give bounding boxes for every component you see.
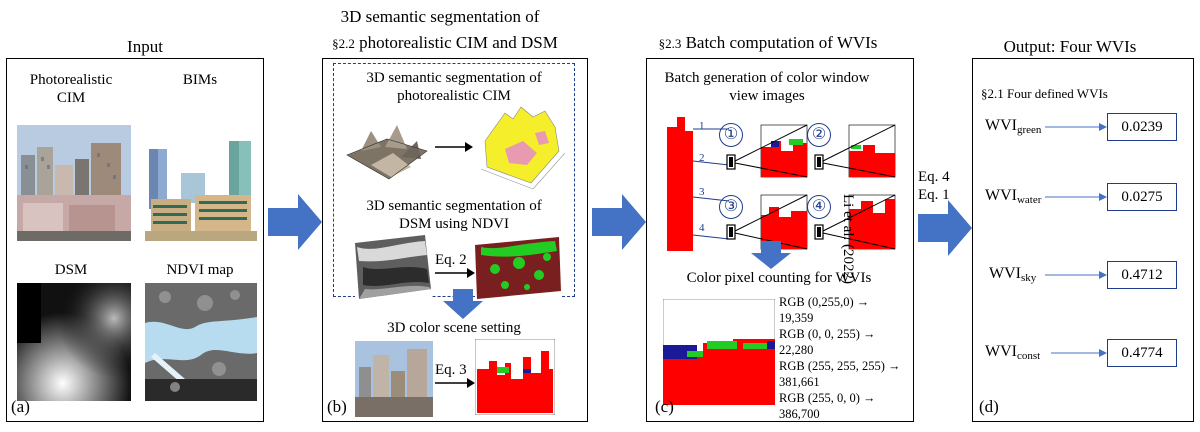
view-number-2: 2 (699, 152, 705, 164)
flow-arrow-c-d (918, 200, 972, 256)
panel-b-tag: (b) (327, 397, 347, 416)
window-view-3 (726, 194, 808, 250)
bims-image (145, 125, 257, 241)
header-seg-text: photorealistic CIM and DSM (359, 33, 558, 52)
wvi-sky-label: WVIsky (989, 265, 1036, 287)
rgb-white-count: 381,661 (779, 375, 820, 389)
seg-down-arrow (443, 289, 483, 319)
wvi-sky-sub: sky (1020, 272, 1037, 284)
header-seg-section: §2.2 (332, 36, 355, 51)
label-photorealistic-cim-2: CIM (56, 90, 86, 106)
view-number-1: 1 (699, 120, 705, 132)
cim-seg-arrow (435, 142, 473, 152)
side-reference-text: Li et al. (2022) (840, 194, 856, 284)
rgb-green-label: RGB (0,255,0) → (779, 295, 870, 309)
view-circle-4: ④ (807, 195, 831, 219)
color-window-view-image (663, 299, 775, 405)
scene-arrow (435, 378, 475, 388)
wvi-water-connector (1045, 193, 1107, 201)
eq4-label: Eq. 4 (918, 169, 950, 185)
rgb-blue-count: 22,280 (779, 343, 814, 357)
ndvi-map-image (145, 283, 257, 401)
wvi-green-sub: green (1016, 124, 1042, 136)
eq1-label: Eq. 1 (918, 187, 950, 203)
wvi-green-connector (1045, 123, 1107, 131)
view-number-3: 3 (699, 186, 705, 198)
cim-point-cloud-image (341, 111, 433, 187)
wvi-water-label: WVIwater (985, 187, 1041, 209)
panel-input: Photorealistic CIM BIMs DSM (6, 58, 264, 422)
view-circle-2: ② (807, 123, 831, 147)
red-building-model (667, 117, 693, 251)
wvi-green-value: 0.0239 (1107, 113, 1177, 141)
view-circle-3: ③ (719, 195, 743, 219)
wvi-const-value: 0.4774 (1107, 339, 1177, 367)
eq3-label: Eq. 3 (435, 362, 467, 378)
rgb-white-label: RGB (255, 255, 255) → (779, 359, 901, 373)
seg-dsm-title-1: 3D semantic segmentation of (366, 198, 542, 214)
panel-d-tag: (d) (979, 397, 999, 416)
dsm-terrain-image (355, 233, 431, 301)
pixel-counting-title: Color pixel counting for WVIs (686, 270, 872, 286)
window-view-1 (726, 124, 808, 178)
eq2-label: Eq. 2 (435, 252, 467, 268)
rgb-blue-label: RGB (0, 0, 255) → (779, 327, 876, 341)
flow-arrow-b-c (592, 194, 646, 250)
rgb-red-count: 386,700 (779, 407, 820, 421)
wvi-sky-base: WVI (989, 265, 1021, 282)
label-dsm: DSM (54, 262, 88, 278)
wvi-sky-connector (1045, 271, 1107, 279)
wvi-const-base: WVI (985, 343, 1017, 360)
wvi-green-label: WVIgreen (985, 117, 1041, 139)
batch-down-arrow (751, 241, 791, 269)
wvi-water-value: 0.0275 (1107, 183, 1177, 211)
output-title: §2.1 Four defined WVIs (981, 86, 1108, 101)
header-batch-section: §2.3 (658, 36, 682, 51)
seg-cim-title-2: photorealistic CIM (397, 88, 511, 104)
panel-c-tag: (c) (655, 397, 674, 416)
flow-arrow-a-b (268, 194, 322, 250)
header-input: Input (127, 37, 163, 56)
color-scene-title: 3D color scene setting (387, 320, 521, 336)
wvi-green-base: WVI (985, 117, 1017, 134)
view-circle-1: ① (719, 123, 743, 147)
rgb-red-label: RGB (255, 0, 0) → (779, 391, 876, 405)
wvi-water-sub: water (1016, 194, 1042, 206)
panel-a-tag: (a) (11, 397, 30, 416)
label-bims: BIMs (182, 72, 218, 88)
wvi-sky-value: 0.4712 (1107, 261, 1177, 289)
wvi-const-sub: const (1016, 350, 1041, 362)
panel-segmentation: 3D semantic segmentation of photorealist… (322, 58, 588, 422)
cim-segmented-image (475, 105, 567, 191)
rgb-green-count: 19,359 (779, 311, 814, 325)
dsm-image (17, 283, 131, 401)
wvi-water-base: WVI (985, 187, 1017, 204)
dsm-segmented-image (475, 233, 561, 301)
panel-output: §2.1 Four defined WVIs WVIgreen 0.0239 W… (972, 58, 1194, 422)
scene-photo-image (355, 341, 433, 417)
wvi-const-label: WVIconst (985, 343, 1040, 365)
header-batch-text: Batch computation of WVIs (685, 33, 878, 52)
window-view-2 (814, 124, 896, 178)
seg-cim-title-1: 3D semantic segmentation of (366, 70, 542, 86)
panel-batch: Batch generation of color window view im… (646, 58, 914, 422)
label-ndvi-map: NDVI map (166, 262, 234, 278)
header-segmentation-line1: 3D semantic segmentation of (340, 7, 540, 26)
header-output: Output: Four WVIs (1003, 37, 1137, 56)
wvi-const-connector (1051, 349, 1107, 357)
header-segmentation-line2: §2.2 photorealistic CIM and DSM (300, 32, 590, 54)
dsm-seg-arrow (435, 268, 475, 278)
batch-title-2: view images (729, 88, 805, 104)
batch-title-1: Batch generation of color window (664, 70, 870, 86)
scene-red-image (475, 339, 555, 415)
label-photorealistic-cim-1: Photorealistic (29, 72, 113, 88)
window-view-4 (814, 194, 896, 250)
photorealistic-cim-image (17, 125, 131, 241)
header-batch: §2.3 Batch computation of WVIs (628, 32, 908, 54)
seg-dsm-title-2: DSM using NDVI (398, 216, 509, 232)
view-number-4: 4 (699, 222, 705, 234)
